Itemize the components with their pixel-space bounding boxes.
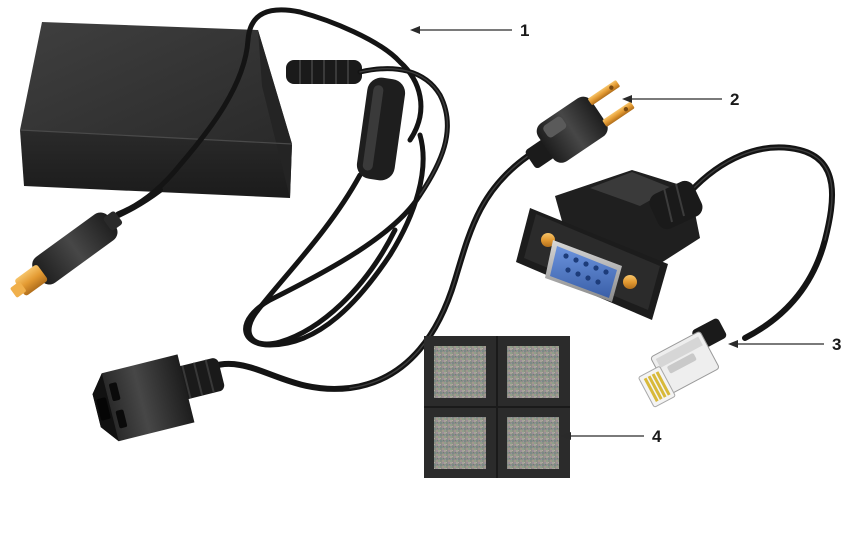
adhesive-feet-pads-icon — [424, 336, 570, 478]
db9-serial-connector-icon — [516, 170, 703, 320]
pad-top-left — [434, 346, 486, 398]
callout-1: 1 — [410, 21, 529, 40]
callout-3: 3 — [728, 335, 841, 354]
ac-power-cord — [202, 153, 531, 392]
ferrite-core — [356, 77, 406, 181]
pad-bottom-left — [434, 417, 486, 469]
dc-output-cable — [115, 7, 450, 348]
db9-pins — [563, 253, 609, 285]
callout-number-3: 3 — [832, 335, 841, 354]
rj45-plug-icon — [638, 318, 727, 408]
strain-relief — [286, 60, 362, 84]
iec-c13-connector-icon — [92, 354, 225, 442]
db9-serial-cable — [687, 144, 836, 341]
rj45-contacts — [643, 371, 671, 402]
db9-strain-relief — [649, 180, 703, 230]
power-adapter-brick-icon — [19, 22, 293, 198]
callout-number-1: 1 — [520, 21, 529, 40]
us-ac-plug-icon — [525, 80, 635, 169]
callout-number-2: 2 — [730, 90, 739, 109]
callout-number-4: 4 — [652, 427, 662, 446]
pad-top-right — [507, 346, 559, 398]
pad-bottom-right — [507, 417, 559, 469]
callout-2: 2 — [622, 90, 739, 109]
callout-4: 4 — [561, 427, 662, 446]
barrel-plug-icon — [10, 187, 163, 298]
